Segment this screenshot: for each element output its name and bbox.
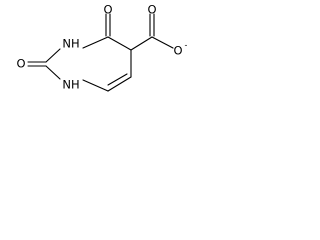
bond-n3-c2 [45,48,61,63]
atom-label-nh-top: NH [62,37,79,51]
bond-c6-c5-single [107,76,132,92]
atom-label-o-top: O [103,3,112,17]
molecule-structure: O NH O NH O O - [16,3,188,92]
charge-label: - [185,41,188,50]
bond-c5-ccooh [130,36,153,51]
atom-label-nh-bottom: NH [62,78,79,92]
bond-n1-c6 [82,79,109,92]
atom-label-o-carboxylate: O [173,44,182,58]
bond-c4-n3 [82,36,109,49]
bond-ccooh-o-single [151,36,174,49]
bond-c4-c5-upper [107,36,132,51]
atom-label-o-left: O [16,57,25,71]
bond-c2-n1 [45,65,61,80]
atom-label-o-carboxyl: O [147,3,156,17]
bond-c6-c5-inner [107,73,128,86]
